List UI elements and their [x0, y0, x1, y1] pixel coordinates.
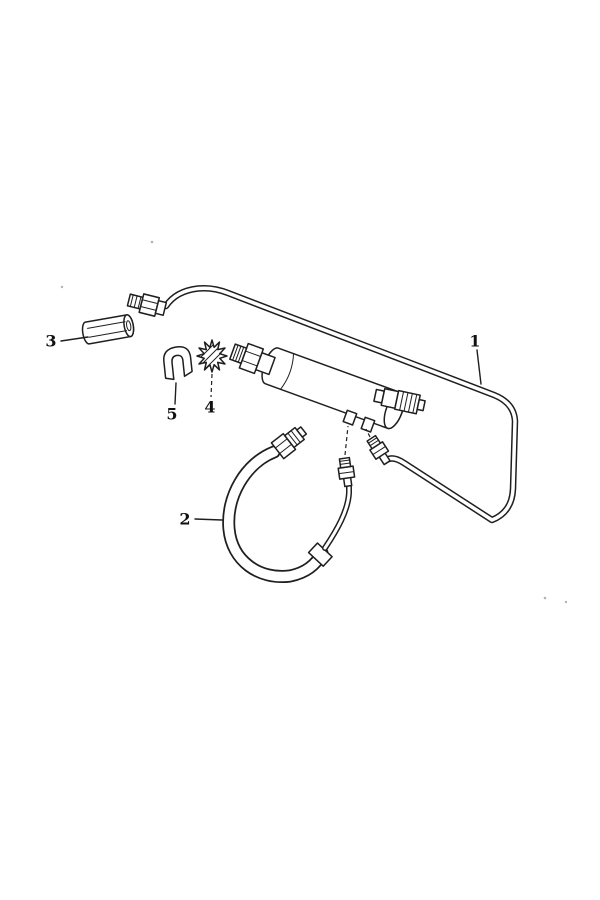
branch-connector — [373, 387, 426, 415]
callout-5: 5 — [166, 382, 178, 424]
hose-bottom-fitting — [337, 456, 356, 488]
callout-4: 4 — [204, 373, 216, 417]
hose-part-2 — [222, 426, 356, 584]
sleeve-part-3 — [81, 314, 135, 345]
scan-specks — [60, 240, 568, 604]
hose-top-fitting — [270, 426, 308, 460]
callout-1: 1 — [469, 332, 482, 385]
callout-2-label: 2 — [179, 510, 190, 529]
callout-3: 3 — [45, 332, 89, 351]
callout-2-leader — [194, 518, 223, 521]
callouts: 1 2 3 4 5 — [45, 332, 482, 529]
pipe-core — [164, 286, 517, 522]
cylinder-port-a — [342, 409, 358, 426]
callout-3-label: 3 — [45, 332, 56, 351]
cylinder-port-b — [360, 416, 376, 433]
callout-1-leader — [476, 349, 482, 385]
serrated-washer-part-4 — [196, 339, 228, 373]
callout-4-label: 4 — [204, 398, 215, 417]
callout-4-leader — [210, 373, 213, 398]
pipe-part-1 — [162, 284, 519, 524]
clip-part-5 — [163, 345, 193, 381]
callout-2: 2 — [179, 510, 223, 529]
callout-5-leader — [174, 382, 177, 405]
pipe-end-fitting — [366, 434, 391, 466]
callout-3-leader — [60, 336, 89, 342]
callout-1-label: 1 — [469, 332, 480, 351]
hose-core — [223, 447, 327, 582]
hose-metal-tube — [322, 484, 352, 551]
callout-5-label: 5 — [166, 405, 177, 424]
pipe-inlet-fitting — [126, 293, 168, 317]
alignment-dashes — [344, 425, 371, 456]
